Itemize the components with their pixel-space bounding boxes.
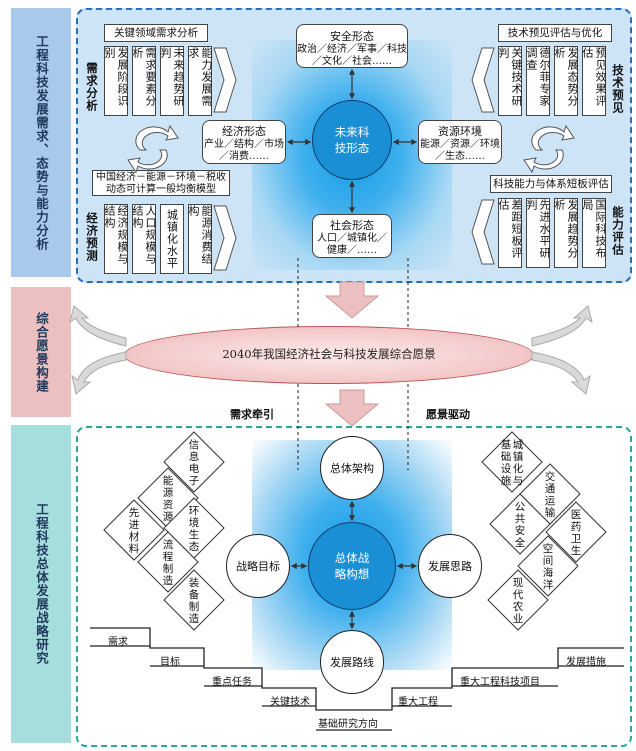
side-bar-analysis [11,8,71,277]
tech-col-1: 关键技术研判 [497,46,523,116]
side-bar-vision [11,287,71,417]
staircase [90,627,624,711]
right-diamond-label-1: 城镇化与基础设施 [501,438,524,487]
cap-col-4: 国际科技布局 [581,198,607,268]
resource-env-box: 资源环境 能源／资源／环境／生态…… [418,120,502,164]
down-arrow-upper [324,281,380,319]
section-label-analysis: 工程科技发展需求、态势与能力分析 [34,34,49,251]
right-diamond-label-5: 空间海洋 [543,542,554,591]
chevron-tech [471,47,495,113]
econ-col-2: 人口规模与结构 [131,204,157,274]
cap-col-1: 差距短板评估 [497,198,523,268]
demand-col-2: 需求要素分析 [131,46,157,116]
left-diamond-3 [103,499,165,561]
step-major-sci-projects: 重大工程科技项目 [460,677,540,688]
right-diamond-6 [487,569,549,631]
step-basic-research: 基础研究方向 [318,719,378,730]
node-architecture: 总体架构 [320,436,384,500]
econ-col-1: 经济规模与结构 [103,204,129,274]
economy-form-title: 经济形态 [222,125,266,138]
capability-label: 能力评估 [611,206,625,256]
left-diamond-label-3: 先进材料 [129,507,140,555]
economy-form-body: 产业／结构／市场／消费…… [204,139,284,162]
econ-col-4: 能源消费结构 [187,204,213,274]
demand-analysis-label: 需求分析 [85,62,99,112]
security-form-body: 政治／经济／军事／科技／文化／社会…… [297,44,407,67]
resource-env-body: 能源／资源／环境／生态…… [420,139,500,162]
node-roadmap: 发展路线 [320,630,384,694]
side-bar-strategy [11,425,71,743]
right-diamond-label-2: 交通运输 [545,470,556,519]
economy-form-box: 经济形态 产业／结构／市场／消费…… [202,120,286,164]
down-arrow-lower [324,389,380,427]
vision-ellipse [124,326,534,384]
cge-model-box: 中国经济－能源－环境－税收动态可计算一般均衡模型 [92,170,230,196]
step-demand: 需求 [108,637,128,648]
left-diamond-label-6: 装备制造 [189,576,200,625]
right-diamond-1 [481,431,543,493]
demand-analysis-title: 关键领域需求分析 [104,24,208,42]
curve-arrow-left [71,351,127,395]
right-diamond-label-6: 现代农业 [513,577,524,625]
tech-col-4: 预见效果评估 [581,46,607,116]
left-diamond-5 [137,531,199,593]
resource-env-title: 资源环境 [438,125,482,138]
left-diamond-label-2: 能源资源 [163,474,174,523]
cap-col-2: 先进水平研判 [525,198,551,268]
left-diamond-label-5: 流程制造 [163,538,174,587]
left-diamond-label-4: 环境生态 [189,505,200,553]
curve-arrow-right [531,351,591,395]
econ-col-3: 城镇化水平 [160,204,184,274]
demand-col-3: 未来趋势研判 [159,46,185,116]
society-form-title: 社会形态 [330,219,374,232]
step-key-tasks: 重点任务 [212,677,252,688]
strategy-concept-circle: 总体战略构想 [308,522,396,610]
chevron-econ [213,205,237,271]
left-diamond-label-1: 信息电子 [189,439,200,487]
left-diamond-6 [163,569,225,631]
tech-col-2: 德尔菲专家调查 [525,46,551,116]
right-domain-diamonds: 城镇化与基础设施交通运输公共安全 医药卫生空间海洋现代农业 [481,431,607,631]
chevron-demand [213,47,237,113]
cycle-arrows-left [127,124,179,174]
demand-col-1: 发展阶段识别 [103,46,129,116]
demand-pull-label: 需求牵引 [230,408,274,421]
cycle-arrows-right [523,124,575,174]
right-diamond-label-3: 公共安全 [515,501,526,549]
tech-foresight-title: 技术预见评估与优化 [498,24,612,42]
tech-foresight-label: 技术预见 [611,64,625,114]
node-goal: 战略目标 [226,534,290,598]
strategy-concept-text: 总体战略构想 [334,551,370,581]
future-tech-form-circle: 未来科技形态 [312,100,392,180]
security-form-box: 安全形态 政治／经济／军事／科技／文化／社会…… [296,24,408,68]
society-form-body: 人口／城镇化／健康／…… [317,233,387,256]
curve-arrow-left-top [69,305,127,347]
chevron-cap [471,199,495,265]
security-form-title: 安全形态 [330,30,374,43]
left-diamond-1 [163,431,225,493]
economic-forecast-label: 经济预测 [85,212,99,262]
step-key-tech: 关键技术 [270,697,310,708]
curve-arrow-right-top [531,305,593,347]
section-label-vision: 综合愿景构建 [34,311,49,393]
right-diamond-3 [489,493,551,555]
society-form-box: 社会形态 人口／城镇化／健康／…… [312,214,392,258]
future-tech-form-text: 未来科技形态 [334,125,370,155]
node-approach: 发展思路 [418,534,482,598]
step-measures: 发展措施 [566,657,606,668]
right-diamond-label-4: 医药卫生 [571,509,582,557]
left-domain-diamonds: 信息电子能源资源先进材料 环境生态流程制造装备制造 [103,431,225,631]
vision-text: 2040年我国经济社会与科技发展综合愿景 [222,347,436,361]
section-label-strategy: 工程科技总体发展战略研究 [34,503,49,665]
vision-drive-label: 愿景驱动 [426,408,470,421]
demand-col-4: 能力发展需求 [187,46,213,116]
tech-col-3: 发展态势分析 [553,46,579,116]
right-diamond-5 [517,535,579,597]
cap-col-3: 发展趋势分析 [553,198,579,268]
step-major-projects: 重大工程 [398,697,438,708]
capability-title: 科技能力与体系短板评估 [490,175,612,193]
step-goal: 目标 [160,657,180,668]
right-diamond-4 [545,501,607,563]
